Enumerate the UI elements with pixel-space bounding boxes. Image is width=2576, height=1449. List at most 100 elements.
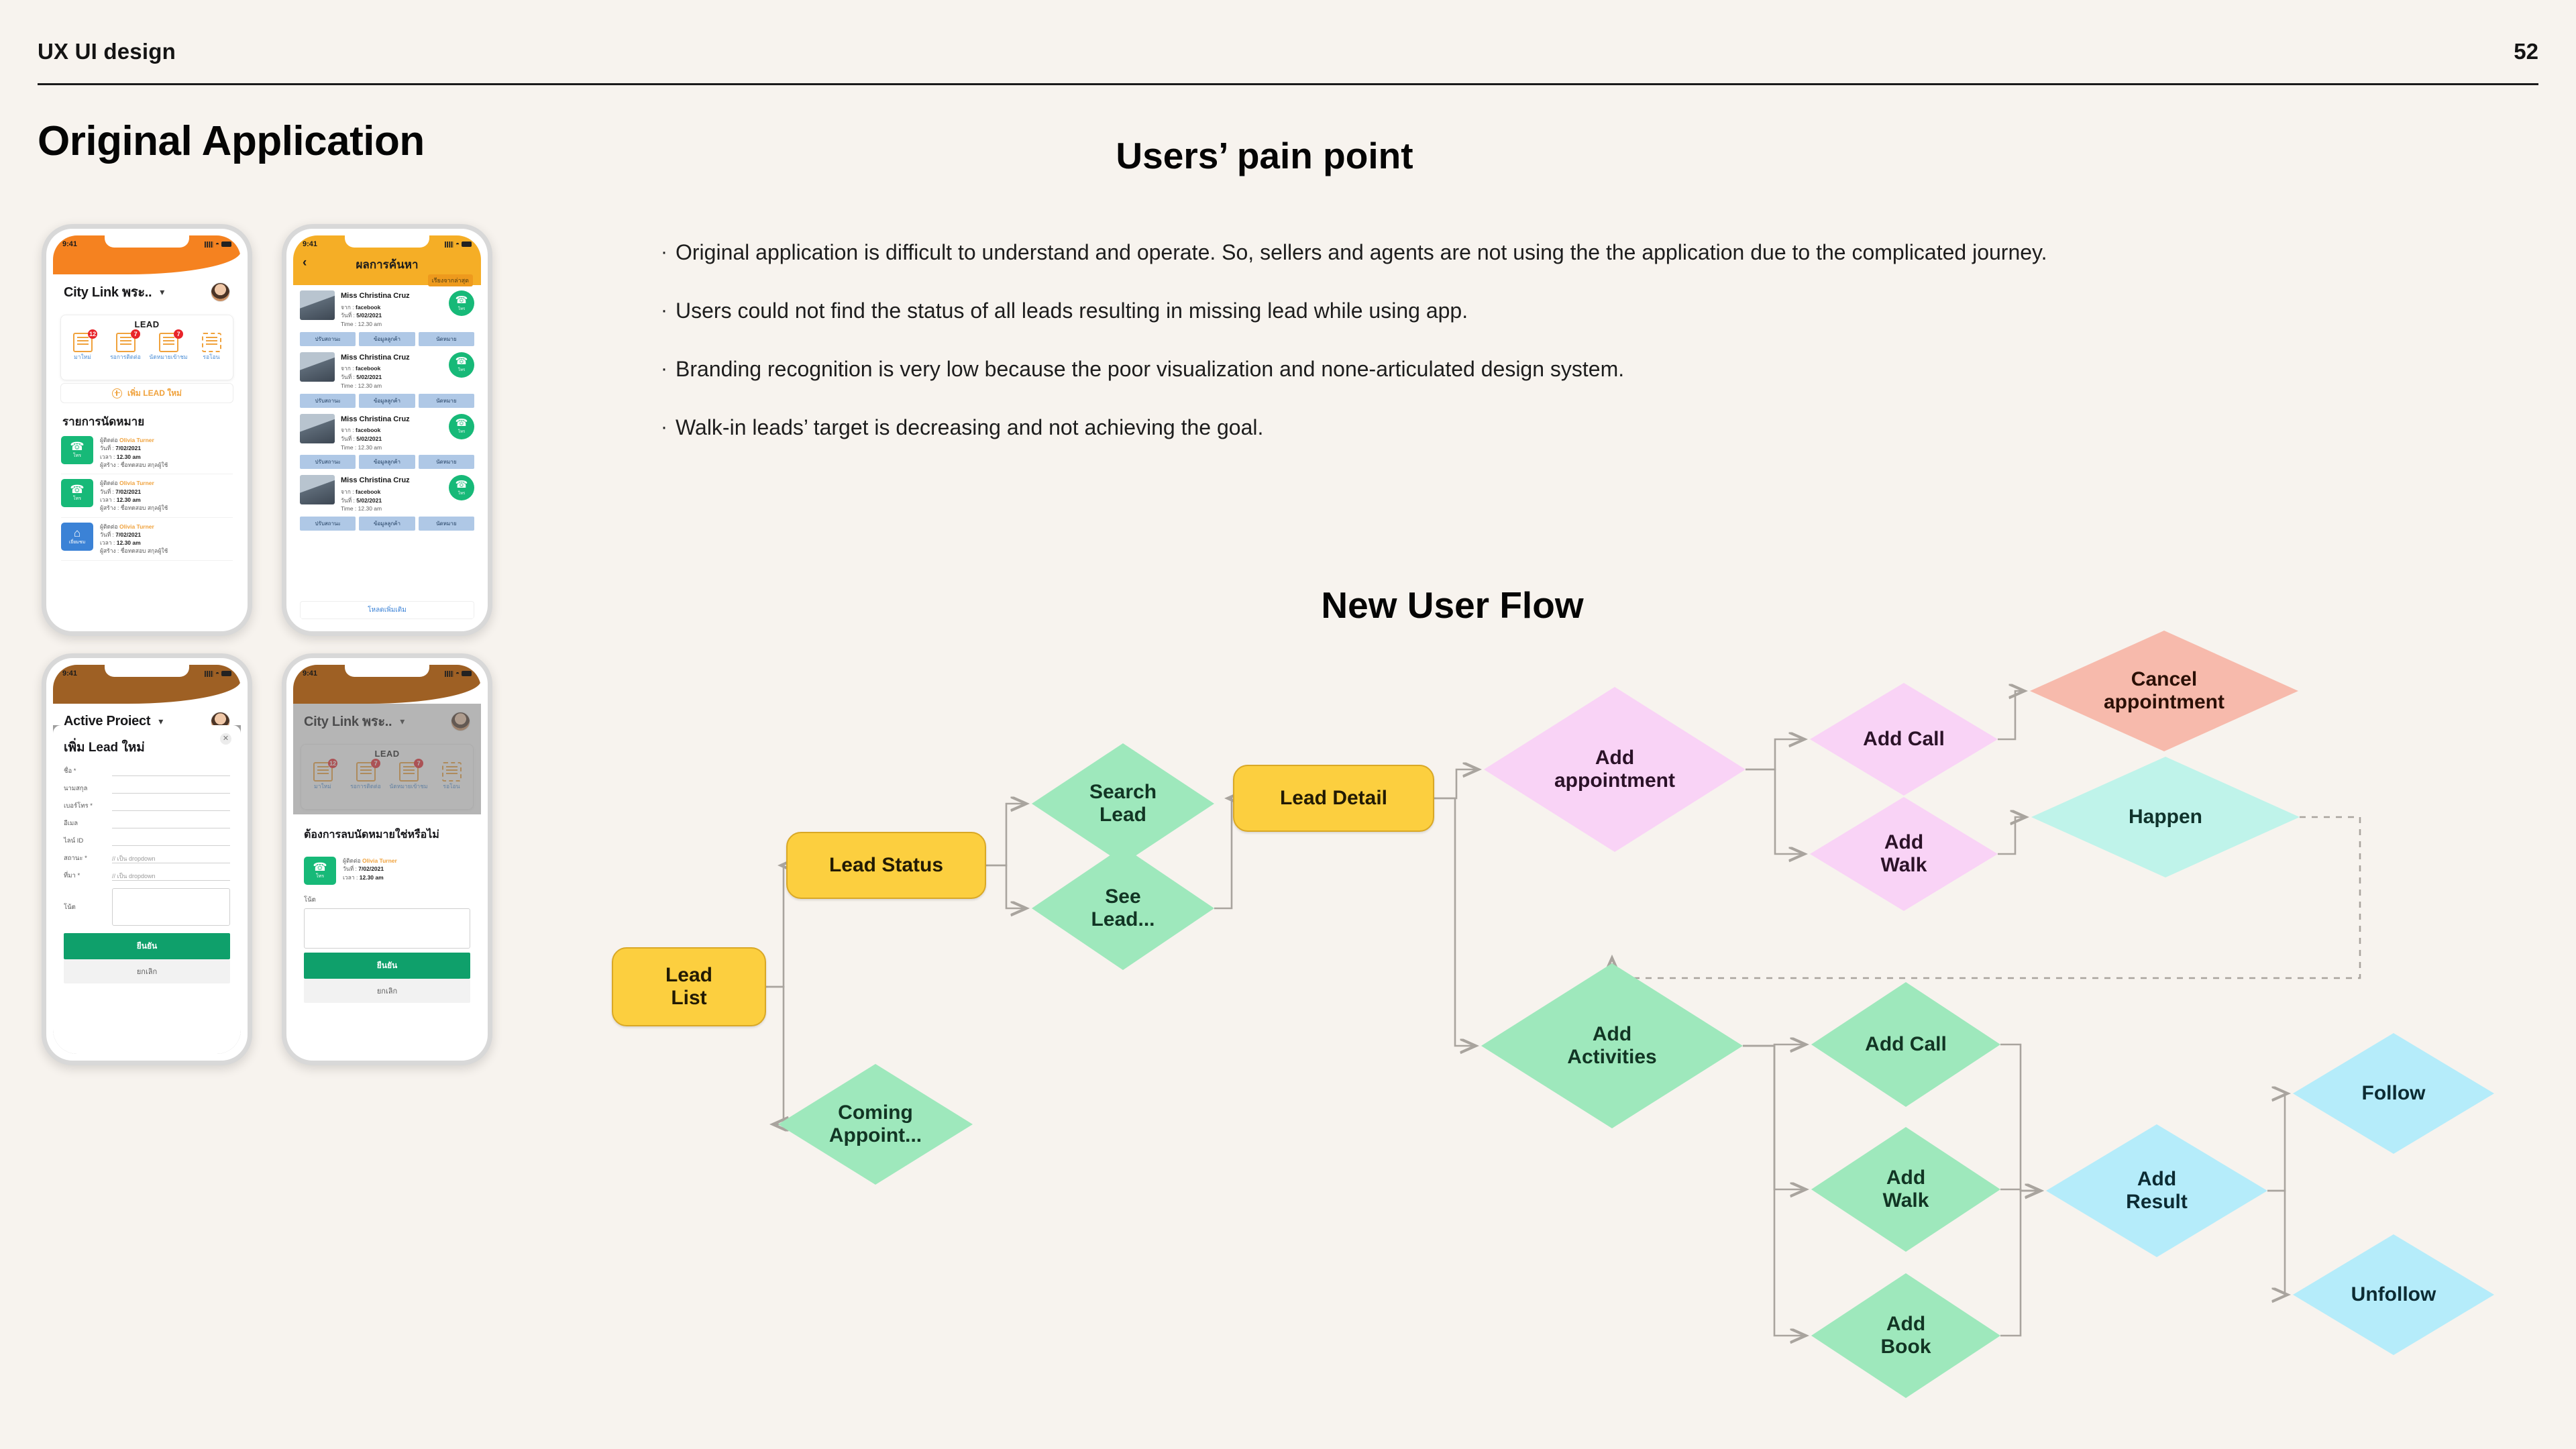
- flow-node-add-call-green[interactable]: Add Call: [1811, 982, 2000, 1107]
- flow-node-unfollow[interactable]: Unfollow: [2293, 1234, 2494, 1355]
- flow-node-lead-detail[interactable]: Lead Detail: [1233, 765, 1434, 832]
- call-icon: ☎ โทร: [304, 857, 336, 885]
- back-icon[interactable]: ‹: [303, 256, 307, 270]
- field-input[interactable]: [112, 784, 230, 794]
- load-more-button[interactable]: โหลดเพิ่มเติม: [300, 601, 474, 619]
- field-input[interactable]: // เป็น dropdown: [112, 854, 230, 863]
- note-textarea[interactable]: [304, 908, 470, 949]
- result-action-button[interactable]: ข้อมูลลูกค้า: [359, 331, 415, 346]
- lead-shortcut-icon: [158, 333, 178, 352]
- flow-connector: [1743, 1044, 1806, 1046]
- contact-name: Olivia Turner: [119, 523, 154, 530]
- result-action-button[interactable]: ปรับสถานะ: [300, 331, 356, 346]
- appointment-preview: ☎ โทร ผู้ติดต่อ Olivia Turner วันที่ : 7…: [304, 852, 470, 890]
- time-label: Time :: [341, 321, 357, 327]
- result-action-button[interactable]: นัดหมาย: [418, 517, 474, 531]
- confirm-button[interactable]: ยืนยัน: [304, 953, 470, 979]
- status-bar: 9:41 ◓: [53, 665, 241, 682]
- field-input[interactable]: // เป็น dropdown: [112, 871, 230, 881]
- result-action-button[interactable]: นัดหมาย: [418, 455, 474, 470]
- time-value: 12.30 am: [116, 453, 141, 460]
- field-input[interactable]: [112, 767, 230, 776]
- signal-icon: [204, 670, 213, 677]
- chevron-down-icon[interactable]: ▾: [160, 286, 165, 297]
- result-action-button[interactable]: ปรับสถานะ: [300, 455, 356, 470]
- add-lead-button[interactable]: เพิ่ม LEAD ใหม่: [60, 383, 233, 403]
- result-action-button[interactable]: ปรับสถานะ: [300, 393, 356, 408]
- brand-dot: [355, 686, 367, 698]
- call-label: โทร: [458, 491, 466, 496]
- form-row: ไลน์ ID: [64, 836, 230, 846]
- flow-connector: [1214, 798, 1232, 910]
- flow-node-label: Follow: [2361, 1081, 2426, 1104]
- call-button[interactable]: ☎โทร: [449, 290, 474, 316]
- project-name: Active Project: [64, 713, 151, 729]
- close-icon[interactable]: ✕: [220, 733, 231, 745]
- flow-connector: [1743, 1044, 1806, 1336]
- call-button[interactable]: ☎โทร: [449, 475, 474, 501]
- cancel-button[interactable]: ยกเลิก: [64, 959, 230, 983]
- flow-node-lead-status[interactable]: Lead Status: [786, 832, 986, 899]
- avatar[interactable]: [211, 282, 230, 302]
- field-input[interactable]: [112, 819, 230, 828]
- sort-dropdown[interactable]: เรียงจากล่าสุด: [427, 274, 473, 286]
- result-action-button[interactable]: ข้อมูลลูกค้า: [359, 455, 415, 470]
- call-button[interactable]: ☎โทร: [449, 352, 474, 378]
- result-action-button[interactable]: ปรับสถานะ: [300, 517, 356, 531]
- lead-shortcut[interactable]: รอโอน: [191, 333, 231, 361]
- flow-node-happen[interactable]: Happen: [2031, 757, 2300, 877]
- field-input[interactable]: [112, 802, 230, 811]
- lead-name: Miss Christina Cruz: [341, 415, 410, 423]
- creator-value: ชื่อทดสอบ สกุลผู้ใช้: [120, 504, 168, 512]
- form-row: ที่มา *// เป็น dropdown: [64, 871, 230, 881]
- flow-node-label: Add Call: [1865, 1032, 1947, 1055]
- phone-mockup-add-lead: 9:41 ◓ Active Project ▾ ✕ เพิ่ม Lead ใหม…: [42, 653, 252, 1065]
- result-action-button[interactable]: นัดหมาย: [418, 331, 474, 346]
- pain-point-item: ·Original application is difficult to un…: [661, 238, 2539, 266]
- bullet-icon: ·: [661, 358, 667, 380]
- field-input[interactable]: [112, 837, 230, 846]
- flow-node-add-call-pink[interactable]: Add Call: [1810, 683, 1998, 796]
- lead-shortcut-label: มาใหม่: [74, 354, 91, 360]
- wifi-icon: ◓: [455, 240, 460, 248]
- signal-icon: [444, 670, 453, 677]
- cancel-button[interactable]: ยกเลิก: [304, 979, 470, 1003]
- chevron-down-icon[interactable]: ▾: [158, 715, 164, 727]
- call-button[interactable]: ☎โทร: [449, 413, 474, 439]
- flow-node-follow[interactable]: Follow: [2293, 1033, 2494, 1154]
- form-row: สถานะ *// เป็น dropdown: [64, 853, 230, 863]
- note-textarea[interactable]: [112, 888, 230, 926]
- result-action-button[interactable]: นัดหมาย: [418, 393, 474, 408]
- result-action-button[interactable]: ข้อมูลลูกค้า: [359, 393, 415, 408]
- confirm-button[interactable]: ยืนยัน: [64, 933, 230, 959]
- pain-point-list: ·Original application is difficult to un…: [661, 238, 2539, 472]
- avatar: [300, 290, 335, 320]
- result-action-button[interactable]: ข้อมูลลูกค้า: [359, 517, 415, 531]
- original-application-title: Original Application: [38, 118, 425, 164]
